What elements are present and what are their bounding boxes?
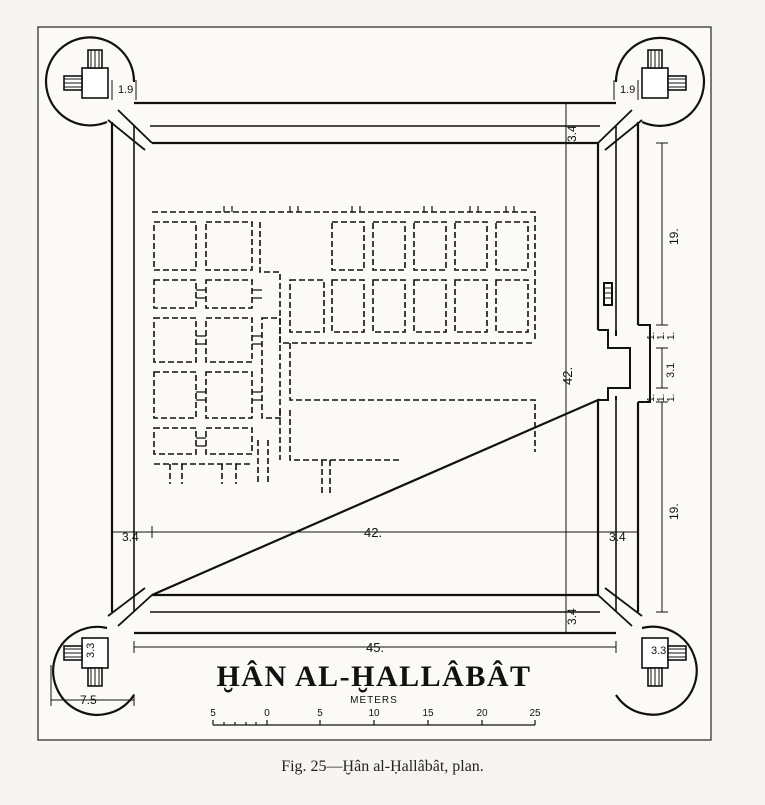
dim-gate-small-3: 1. [646,332,657,340]
tower-bottom-right [615,625,698,716]
east-gate [598,282,651,403]
dim-tower-diameter: 7.5 [80,693,97,707]
scale-tick-label: 20 [476,708,488,719]
scale-bar [212,720,536,726]
tower-top-left [44,36,136,127]
dim-gate-small-5: 1. [656,394,667,402]
dim-corner-top-right: 1.9 [620,84,635,96]
dim-tower-bottom-left: 3.3 [85,643,97,658]
scale-tick-label: 15 [422,708,434,719]
tower-hatching [64,50,686,686]
dim-gate-lower: 19. [667,503,681,520]
tower-bottom-left [52,625,135,716]
tower-top-right [614,36,706,127]
plan-title: ḪÂN AL-ḪALLÂBÂT [216,660,531,693]
figure-caption: Fig. 25—Ḫân al-Ḥallâbât, plan. [281,758,484,775]
dim-gate-small-1: 1. [666,332,677,340]
dim-gate-small-4: 1. [666,394,677,402]
scale-tick-label: 5 [210,708,216,719]
dim-inner-width: 42. [364,525,382,540]
scale-tick-label: 5 [317,708,323,719]
dim-gate-upper: 19. [667,228,681,245]
corner-diagonals [107,109,643,627]
dim-wall-bottom: 3.4 [565,608,579,625]
dim-gate-small-6: 1. [646,394,657,402]
dim-wall-right: 3.4 [609,530,626,544]
corner-towers [44,36,706,716]
dim-gate-width: 3.1 [665,363,677,378]
scale-tick-label: 0 [264,708,270,719]
scale-tick-label: 10 [368,708,380,719]
scale-unit-label: METERS [350,695,398,706]
dim-tower-bottom-right: 3.3 [651,645,666,657]
scale-tick-label: 25 [529,708,541,719]
dim-inner-height: 42. [560,367,575,385]
room-doors [196,206,515,447]
dim-gate-small-2: 1. [656,332,667,340]
dim-wall-top: 3.4 [565,125,579,142]
scale-ticks: 5 0 5 10 15 20 25 [210,708,541,719]
interior-rooms [152,211,536,496]
dim-outer-width: 45. [366,640,384,655]
dimension-lines [50,80,668,706]
dim-corner-top-left: 1.9 [118,84,133,96]
dim-wall-left: 3.4 [122,530,139,544]
